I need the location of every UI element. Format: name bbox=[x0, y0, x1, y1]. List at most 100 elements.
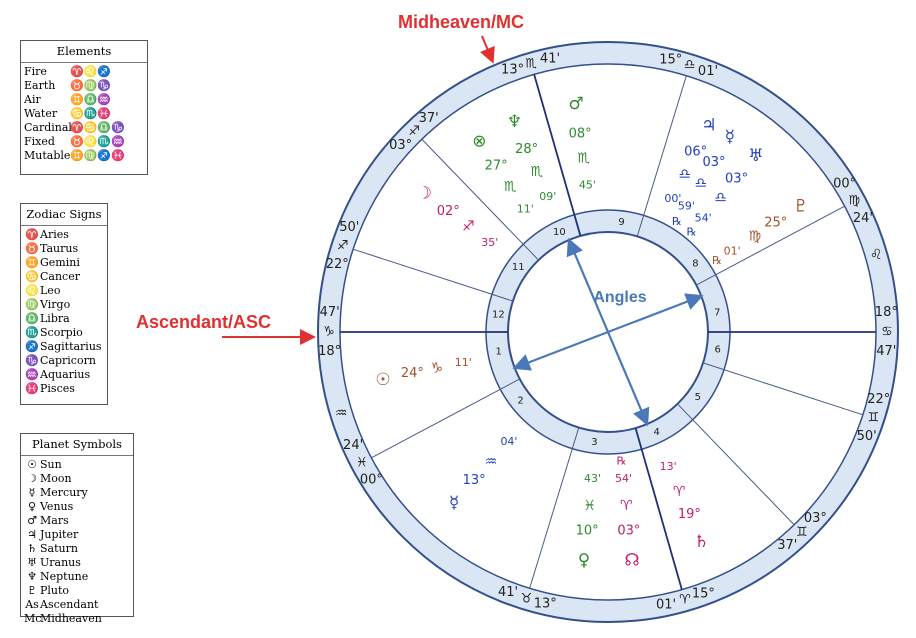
legend-row-label: Moon bbox=[40, 472, 72, 485]
legend-row-symbol: ♆ bbox=[27, 570, 37, 583]
planet-minute: 04' bbox=[500, 435, 517, 448]
elements-legend: Elements Fire♈♌♐Earth♉♍♑Air ♊♎♒Water♋♏♓Ca… bbox=[20, 40, 148, 175]
planet-minute: 43' bbox=[584, 472, 601, 485]
planet-glyph: ♄ bbox=[694, 532, 709, 552]
house-number: 8 bbox=[692, 259, 698, 270]
planet-glyph: ♆ bbox=[507, 112, 522, 132]
cusp-minute: 37' bbox=[419, 111, 439, 126]
legend-row-label: Saturn bbox=[40, 542, 78, 555]
house-cusp-line bbox=[371, 378, 520, 459]
legend-row-label: Leo bbox=[40, 284, 61, 297]
cusp-degree: 18° bbox=[875, 305, 898, 320]
cusp-sign: ♊ bbox=[868, 411, 880, 426]
planet-minute: 13' bbox=[660, 460, 677, 473]
legend-row: ♄Saturn bbox=[24, 542, 130, 556]
planet-sign: ♏ bbox=[577, 151, 590, 167]
planet-glyph: ☿ bbox=[725, 127, 735, 147]
planet-sign: ♎ bbox=[694, 176, 707, 192]
legend-row-signs: ♊♎♒ bbox=[70, 93, 112, 106]
planet-sign: ♏ bbox=[531, 164, 544, 180]
legend-row-signs: ♊♍♐♓ bbox=[70, 149, 125, 162]
house-cusp-line bbox=[696, 205, 845, 286]
legend-row: ♐Sagittarius bbox=[24, 340, 104, 354]
cusp-sign: ♏ bbox=[525, 56, 537, 71]
legend-row-symbol: ♑ bbox=[25, 354, 39, 367]
legend-row: ♑Capricorn bbox=[24, 354, 104, 368]
planet-degree: 10° bbox=[576, 523, 599, 538]
house-cusp-line bbox=[636, 75, 687, 237]
cusp-minute: 01' bbox=[698, 64, 718, 79]
planet-degree: 24° bbox=[401, 366, 424, 381]
legend-row: ♈Aries bbox=[24, 228, 104, 242]
cusp-degree: 03° bbox=[389, 138, 412, 153]
planet-sign: ♈ bbox=[673, 484, 686, 500]
cusp-degree: 22° bbox=[867, 392, 890, 407]
house-number: 7 bbox=[714, 308, 720, 319]
legend-row: Water♋♏♓ bbox=[24, 107, 144, 121]
planet-symbols-legend: Planet Symbols ☉Sun☽Moon☿Mercury♀Venus♂M… bbox=[20, 433, 134, 625]
legend-row: Mutable♊♍♐♓ bbox=[24, 149, 144, 163]
planet-degree: 03° bbox=[617, 523, 640, 538]
planet-minute: 11' bbox=[517, 202, 534, 215]
midheaven-callout: Midheaven/MC bbox=[398, 12, 525, 32]
legend-row: Fire♈♌♐ bbox=[24, 65, 144, 79]
cusp-sign: ♑ bbox=[323, 325, 335, 340]
legend-row-label: Air bbox=[24, 93, 41, 106]
mc-callout-arrow bbox=[480, 35, 495, 64]
planet-glyph: ♃ bbox=[701, 115, 716, 135]
legend-row-label: Ascendant bbox=[40, 598, 99, 611]
intercepted-sign: ♒ bbox=[335, 406, 348, 422]
legend-row: ♇Pluto bbox=[24, 584, 130, 598]
planet-degree: 27° bbox=[485, 159, 508, 174]
legend-row-symbol: ♒ bbox=[25, 368, 39, 381]
legend-row-signs: ♋♏♓ bbox=[70, 107, 112, 120]
cusp-degree: 15° bbox=[659, 53, 682, 68]
house-number: 5 bbox=[695, 392, 701, 403]
legend-row: Cardinal♈♋♎♑ bbox=[24, 121, 144, 135]
house-cusp-line bbox=[677, 403, 795, 526]
house-cusp-line bbox=[421, 138, 539, 261]
planet-sign: ♒ bbox=[485, 454, 498, 470]
cusp-sign: ♎ bbox=[684, 58, 696, 73]
legend-row-symbol: ♅ bbox=[27, 556, 37, 569]
legend-row-label: Sagittarius bbox=[40, 340, 102, 353]
legend-row-label: Neptune bbox=[40, 570, 89, 583]
cusp-sign: ♉ bbox=[521, 591, 533, 606]
cusp-sign: ♍ bbox=[849, 194, 861, 209]
house-number: 4 bbox=[653, 427, 659, 438]
legend-row-signs: ♈♌♐ bbox=[70, 65, 112, 78]
legend-row-symbol: ☉ bbox=[27, 458, 37, 471]
cusp-minute: 50' bbox=[339, 220, 359, 235]
cusp-minute: 41' bbox=[540, 52, 560, 67]
cusp-minute: 24' bbox=[343, 438, 363, 453]
legend-row: ♆Neptune bbox=[24, 570, 130, 584]
cusp-minute: 01' bbox=[656, 597, 676, 612]
cusp-degree: 00° bbox=[360, 472, 383, 487]
legend-row: Fixed♉♌♏♒ bbox=[24, 135, 144, 149]
house-number: 12 bbox=[492, 310, 505, 321]
elements-legend-title: Elements bbox=[21, 41, 147, 63]
legend-row: ♍Virgo bbox=[24, 298, 104, 312]
legend-row-label: Earth bbox=[24, 79, 56, 92]
planet-degree: 03° bbox=[725, 171, 748, 186]
cusp-sign: ♊ bbox=[796, 525, 808, 540]
house-cusp-line bbox=[634, 427, 683, 590]
legend-row-label: Sun bbox=[40, 458, 62, 471]
legend-row: ♏Scorpio bbox=[24, 326, 104, 340]
house-cusp-line bbox=[529, 427, 580, 589]
planet-glyph: ⊗ bbox=[472, 131, 486, 151]
planet-degree: 13° bbox=[463, 473, 486, 488]
planet-degree: 25° bbox=[764, 216, 787, 231]
legend-row: ♎Libra bbox=[24, 312, 104, 326]
legend-row: ♀Venus bbox=[24, 500, 130, 514]
cusp-sign: ♓ bbox=[356, 455, 368, 470]
legend-row-label: Taurus bbox=[40, 242, 79, 255]
legend-row: Earth♉♍♑ bbox=[24, 79, 144, 93]
planet-minute: 00' bbox=[664, 192, 681, 205]
planet-sign: ♏ bbox=[504, 179, 517, 195]
cusp-sign: ♋ bbox=[881, 325, 893, 340]
planet-glyph: ♇ bbox=[793, 197, 808, 217]
legend-row-symbol: As bbox=[25, 598, 39, 611]
legend-row-symbol: ♂ bbox=[27, 514, 37, 527]
